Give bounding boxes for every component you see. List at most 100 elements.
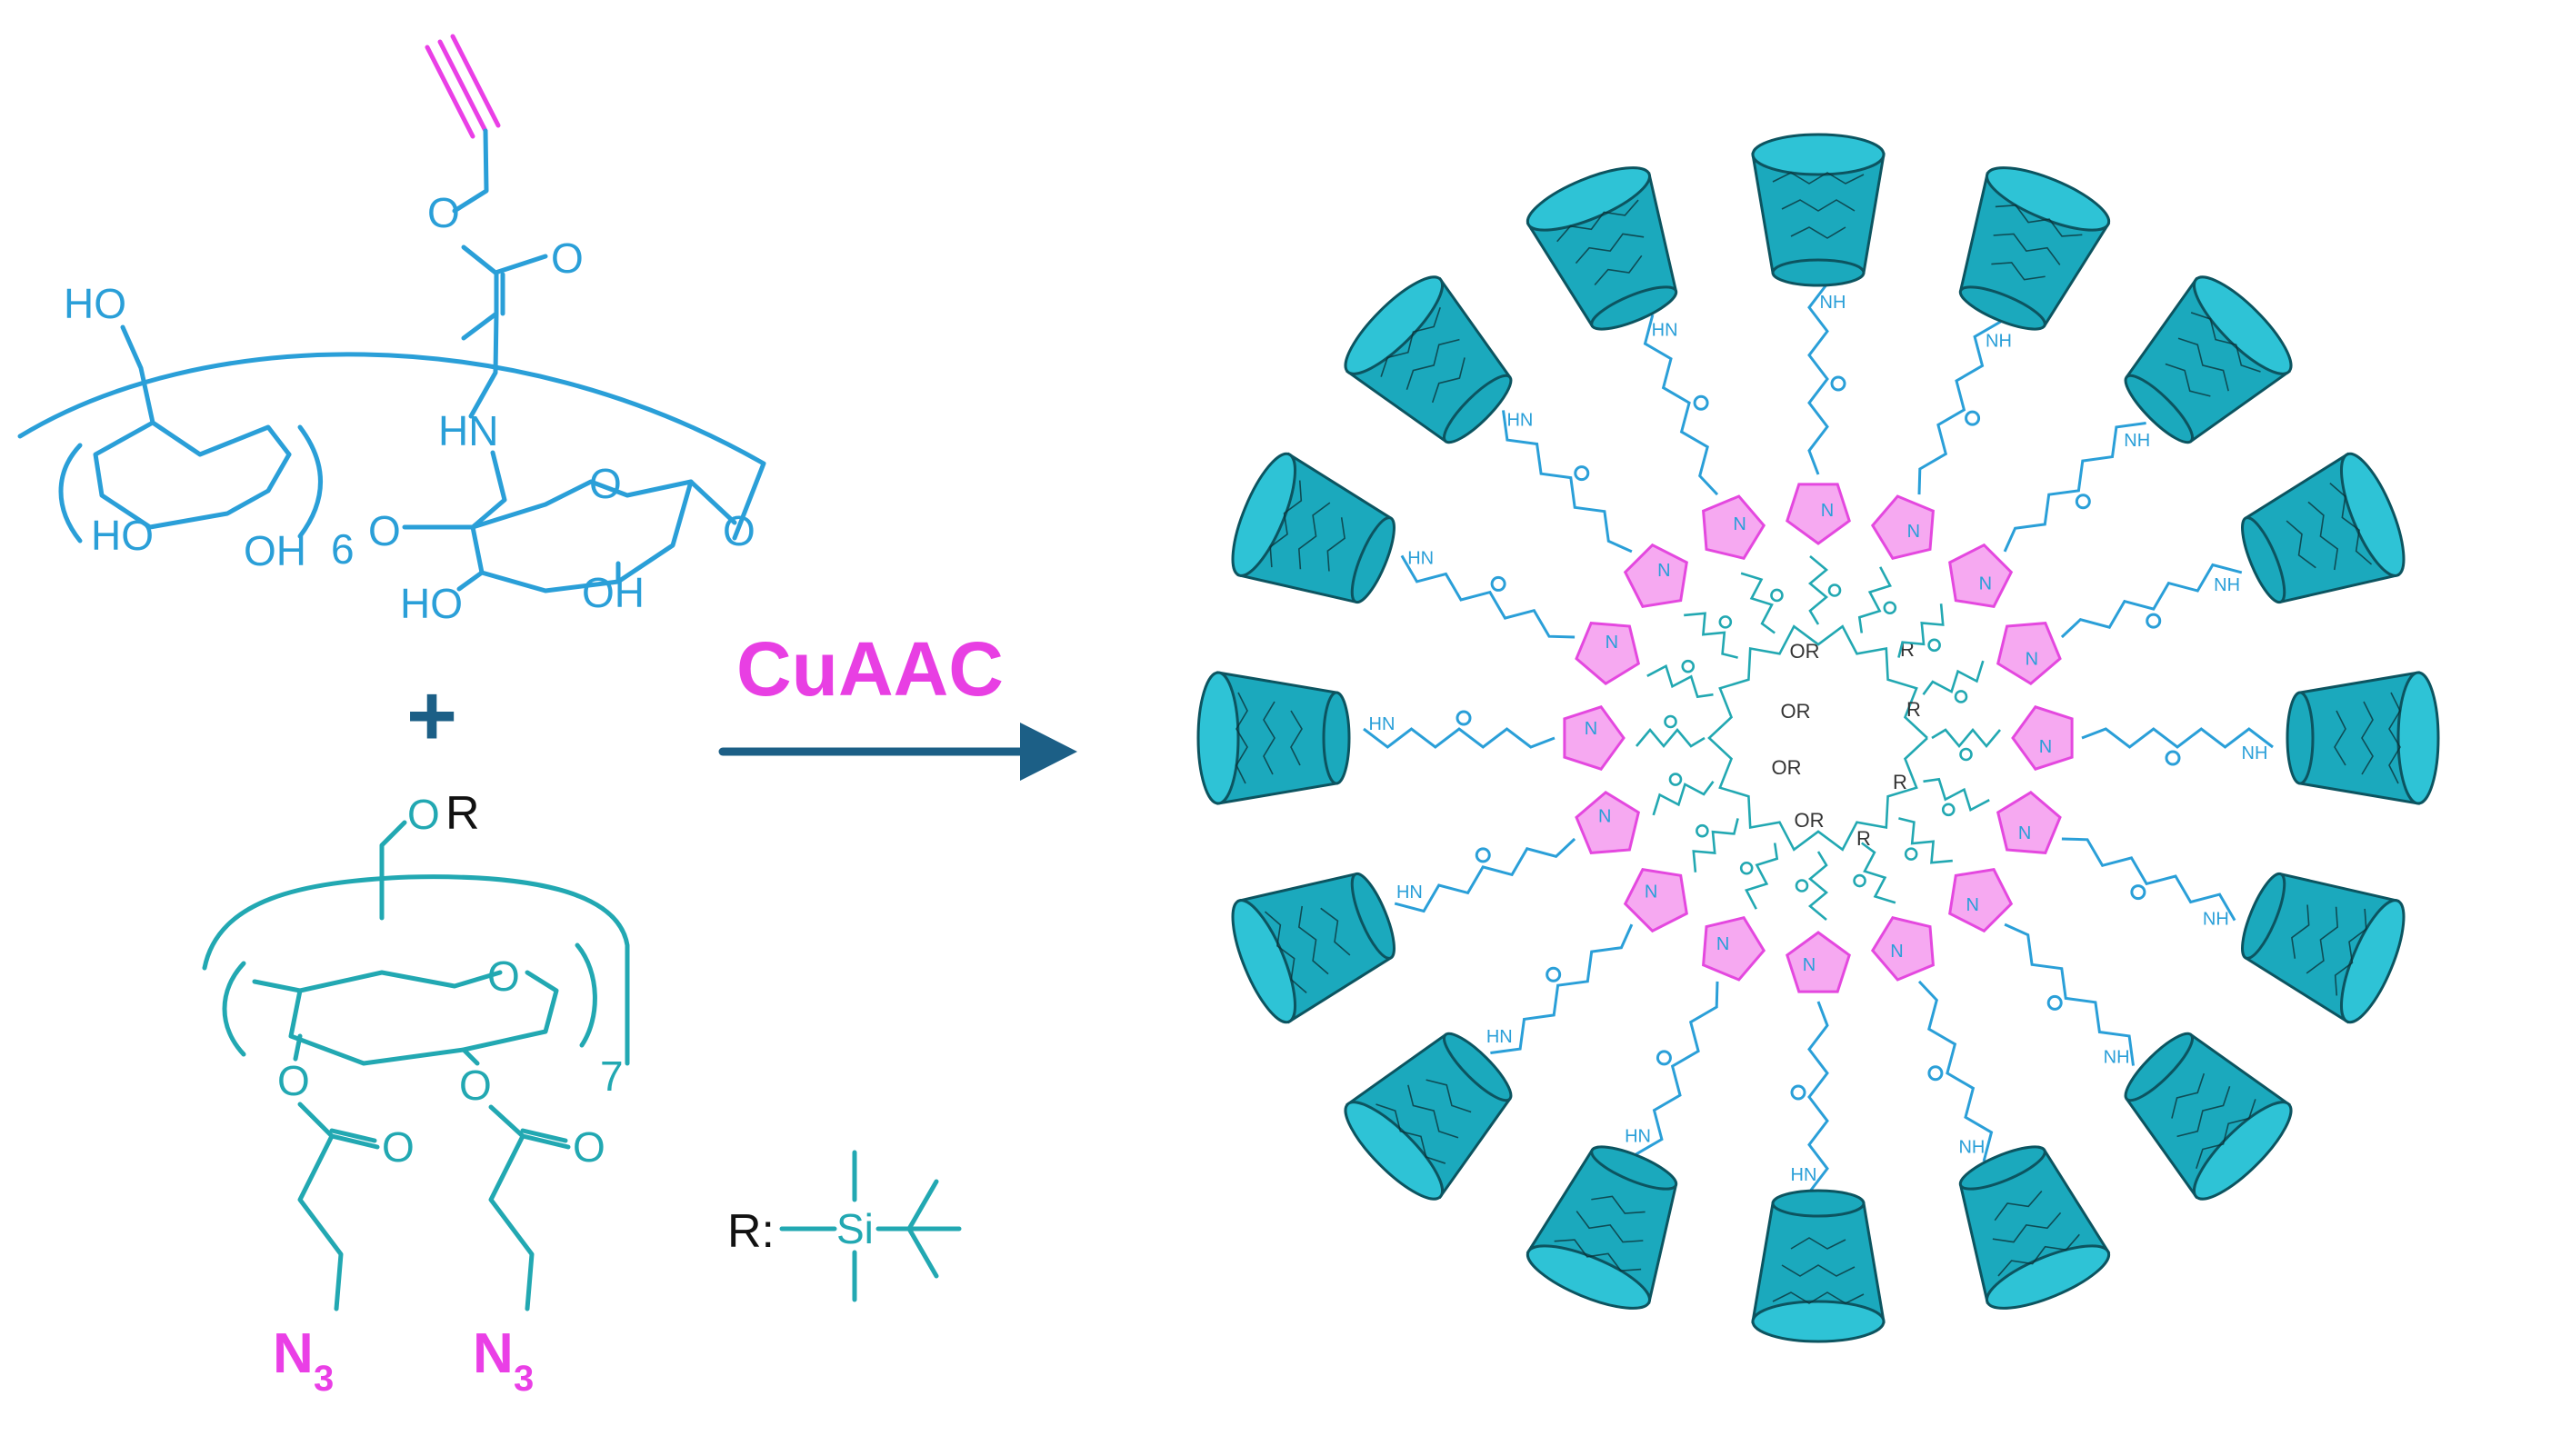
cup-rim	[1751, 1300, 1886, 1343]
cup-rim	[2192, 275, 2293, 375]
cyclodextrin-cup	[2124, 1032, 2293, 1201]
ester-linker	[1922, 660, 1985, 695]
triazole-ring	[1996, 790, 2062, 854]
cup-rim	[1751, 133, 1886, 176]
product-arm: NHN	[1196, 671, 1706, 805]
amine-label: HN	[1506, 410, 1533, 430]
cup-rim	[2339, 899, 2406, 1024]
cyclodextrin-cup	[1344, 275, 1513, 444]
cup-base	[1771, 258, 1866, 287]
cyclodextrin-cup	[1958, 1145, 2111, 1310]
core-or-label: R	[1893, 771, 1907, 793]
triazole-ring	[1563, 705, 1626, 771]
ester-linker	[1861, 842, 1896, 904]
triazole-ring	[1870, 494, 1935, 561]
product-arm: N NH	[1897, 275, 2293, 658]
triazole-ring	[2011, 705, 2074, 771]
product-arm: N HN	[1231, 452, 1714, 699]
carbonyl-mark	[1668, 773, 1683, 786]
product-arm: NNH	[1751, 133, 1886, 625]
amine-label: HN	[1407, 549, 1434, 569]
amine-label: HN	[1486, 1027, 1513, 1047]
cyclodextrin-cup	[2286, 671, 2440, 805]
core-or-label: OR	[1772, 756, 1802, 779]
cup-glucose-pattern	[2291, 904, 2367, 996]
triazole-ring	[1623, 543, 1688, 608]
cup-base	[1771, 1189, 1866, 1218]
plus-sign: +	[406, 667, 457, 764]
cyclodextrin-cup	[2124, 275, 2293, 444]
cup-base	[1590, 285, 1678, 331]
carbonyl-oxygen: O	[551, 234, 584, 282]
alkyne-cyclodextrin-reactant: O O HO HO OH 6 O HN O O HO OH	[17, 34, 766, 627]
reaction-arrow: CuAAC	[718, 626, 1077, 781]
triazole-n-label: N	[1606, 633, 1618, 653]
ester-linker	[1807, 555, 1829, 625]
ester-linker	[1692, 818, 1739, 873]
carbonyl-mark	[1696, 823, 1709, 838]
product-arm: NHN	[1526, 843, 1779, 1310]
repeat-count-6: 6	[331, 525, 355, 573]
triazole-n-label: N	[2018, 823, 2031, 843]
azide-right: N	[473, 1322, 514, 1385]
cup-rim	[1344, 1101, 1445, 1201]
core-backbone	[1707, 624, 1928, 852]
carbonyl-mark	[1904, 847, 1918, 861]
triazole-n-label: N	[1979, 573, 1992, 593]
amine-label: NH	[2104, 1048, 2130, 1068]
cup-rim	[1344, 275, 1445, 375]
ester-linker	[1857, 566, 1892, 633]
cyclodextrin-cup	[1751, 1189, 1886, 1343]
ho-bottom-right: HO	[400, 580, 463, 627]
cup-glucose-pattern	[2171, 1072, 2256, 1169]
glycosidic-oxygen: O	[368, 507, 401, 554]
triazole-n-label: N	[2026, 650, 2038, 670]
amide-linker	[1917, 980, 1994, 1162]
silicon-label: Si	[836, 1205, 874, 1252]
carbonyl-mark	[1830, 375, 1846, 392]
carbonyl-mark	[1490, 575, 1506, 592]
carbonyl-mark	[1927, 638, 1941, 653]
azide-cyclodextrin-reactant: O R O 7 O O N 3 O O N 3	[202, 787, 630, 1399]
ester-linker	[1923, 777, 1990, 812]
product-arm: NHN	[1344, 818, 1739, 1201]
carbonyl-mark	[2146, 613, 2162, 629]
core-or-label: OR	[1781, 700, 1811, 723]
cup-base	[1442, 374, 1513, 444]
carbonyl-mark	[1475, 847, 1491, 863]
amide-linker	[1502, 410, 1633, 553]
cyclodextrin-cup	[1751, 133, 1886, 287]
product-arm: N NH	[1922, 452, 2406, 703]
triazole-ring	[1786, 483, 1851, 545]
carbonyl-mark	[1718, 615, 1733, 629]
product-arm: NNH	[1923, 777, 2406, 1024]
carbonyl-mark	[2165, 750, 2181, 766]
cyclodextrin-cup	[2241, 452, 2406, 604]
amide-linker	[1643, 314, 1719, 496]
or-oxygen: O	[407, 791, 440, 838]
triazole-n-label: N	[1598, 806, 1611, 826]
triazole-n-label: N	[1803, 955, 1816, 975]
ester-linker	[1897, 603, 1945, 658]
cup-base	[1590, 1145, 1678, 1191]
oh-bottom-right: OH	[582, 569, 645, 616]
amine-label: NH	[1820, 293, 1846, 313]
carbonyl-mark	[1664, 714, 1677, 729]
triazole-n-label: N	[1907, 522, 1920, 542]
cup-rim	[1526, 166, 1651, 232]
amide-linker	[1490, 923, 1634, 1054]
amide-linker	[2061, 837, 2236, 922]
amine-label: NH	[2214, 575, 2240, 595]
product-arm: N HN	[1344, 275, 1738, 659]
end-oxygen: O	[723, 507, 755, 554]
cyclodextrin-cup	[1344, 1032, 1513, 1201]
triazole-ring	[1702, 915, 1766, 982]
amine-label: HN	[1369, 714, 1396, 734]
cup-glucose-pattern	[2334, 692, 2401, 784]
repeat-count-7: 7	[600, 1052, 624, 1100]
ester-linker	[1898, 817, 1953, 864]
triazole-ring	[1948, 868, 2014, 933]
cup-glucose-pattern	[1992, 1190, 2080, 1277]
